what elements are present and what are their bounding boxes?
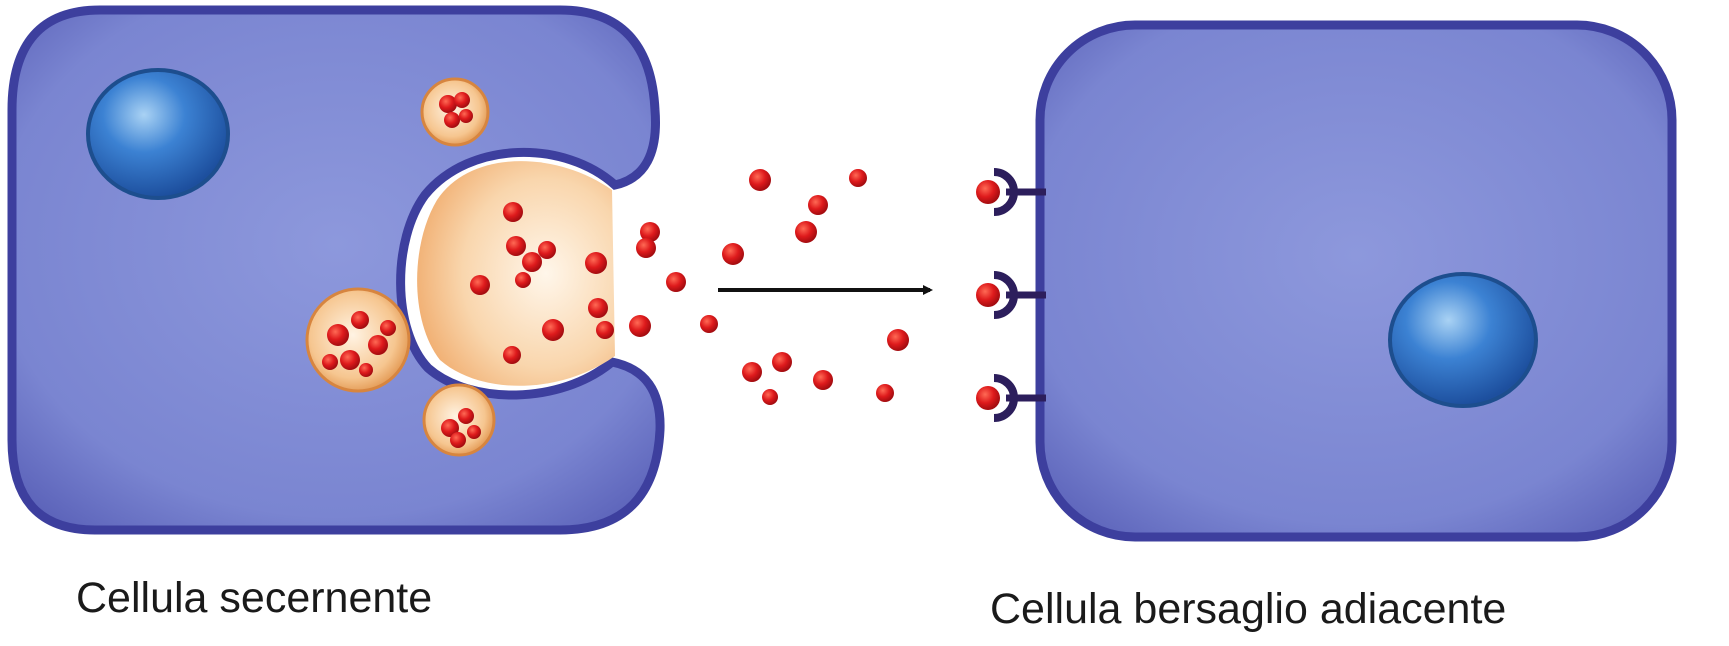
signal-molecule-dot-12 bbox=[458, 408, 474, 424]
signal-molecule-dot-21 bbox=[515, 272, 531, 288]
signal-molecule-dot-29 bbox=[666, 272, 686, 292]
signal-molecule-dot-3 bbox=[459, 109, 473, 123]
secreting-cell-nucleus-icon bbox=[88, 70, 228, 198]
signal-molecule-dot-19 bbox=[522, 252, 542, 272]
signal-molecule-dot-34 bbox=[795, 221, 817, 243]
signal-molecule-dot-24 bbox=[629, 315, 651, 337]
signal-molecule-dot-22 bbox=[542, 319, 564, 341]
secreting-cell-caption: Cellula secernente bbox=[76, 577, 432, 620]
signal-molecule-dot-32 bbox=[749, 169, 771, 191]
bound-molecule-1 bbox=[976, 283, 1000, 307]
signal-molecule-dot-2 bbox=[444, 112, 460, 128]
signal-molecule-dot-13 bbox=[450, 432, 466, 448]
signal-molecule-dot-10 bbox=[359, 363, 373, 377]
signal-molecule-dot-5 bbox=[351, 311, 369, 329]
signal-molecule-dot-15 bbox=[503, 202, 523, 222]
target-cell-nucleus-icon bbox=[1390, 274, 1536, 406]
signal-molecule-dot-41 bbox=[876, 384, 894, 402]
signal-molecule-dot-38 bbox=[772, 352, 792, 372]
vesicle-top bbox=[422, 79, 488, 145]
signal-molecule-dot-35 bbox=[849, 169, 867, 187]
bound-molecule-0 bbox=[976, 180, 1000, 204]
vesicle-middle bbox=[307, 289, 409, 391]
signal-molecule-dot-17 bbox=[470, 275, 490, 295]
signal-molecule-dot-6 bbox=[368, 335, 388, 355]
signal-molecule-dot-4 bbox=[327, 324, 349, 346]
signal-molecule-dot-25 bbox=[596, 321, 614, 339]
signal-molecule-dot-9 bbox=[380, 320, 396, 336]
signal-molecule-dot-30 bbox=[700, 315, 718, 333]
signal-molecule-dot-20 bbox=[585, 252, 607, 274]
bound-molecule-2 bbox=[976, 386, 1000, 410]
signal-molecule-dot-8 bbox=[322, 354, 338, 370]
signal-molecule-dot-14 bbox=[467, 425, 481, 439]
signal-molecule-dot-28 bbox=[636, 238, 656, 258]
signal-molecule-dot-23 bbox=[588, 298, 608, 318]
signal-molecule-dot-1 bbox=[454, 92, 470, 108]
signal-molecule-dot-0 bbox=[439, 95, 457, 113]
signal-molecule-dot-16 bbox=[506, 236, 526, 256]
signal-molecule-dot-31 bbox=[722, 243, 744, 265]
signal-molecule-dot-26 bbox=[503, 346, 521, 364]
target-cell-caption: Cellula bersaglio adiacente bbox=[990, 588, 1506, 631]
signal-molecule-dot-18 bbox=[538, 241, 556, 259]
signal-molecule-dot-39 bbox=[742, 362, 762, 382]
signal-molecule-dot-33 bbox=[808, 195, 828, 215]
signal-molecule-dot-37 bbox=[813, 370, 833, 390]
target-cell bbox=[1040, 25, 1672, 537]
signal-molecule-dot-40 bbox=[762, 389, 778, 405]
signal-molecule-dot-36 bbox=[887, 329, 909, 351]
signal-molecule-dot-7 bbox=[340, 350, 360, 370]
